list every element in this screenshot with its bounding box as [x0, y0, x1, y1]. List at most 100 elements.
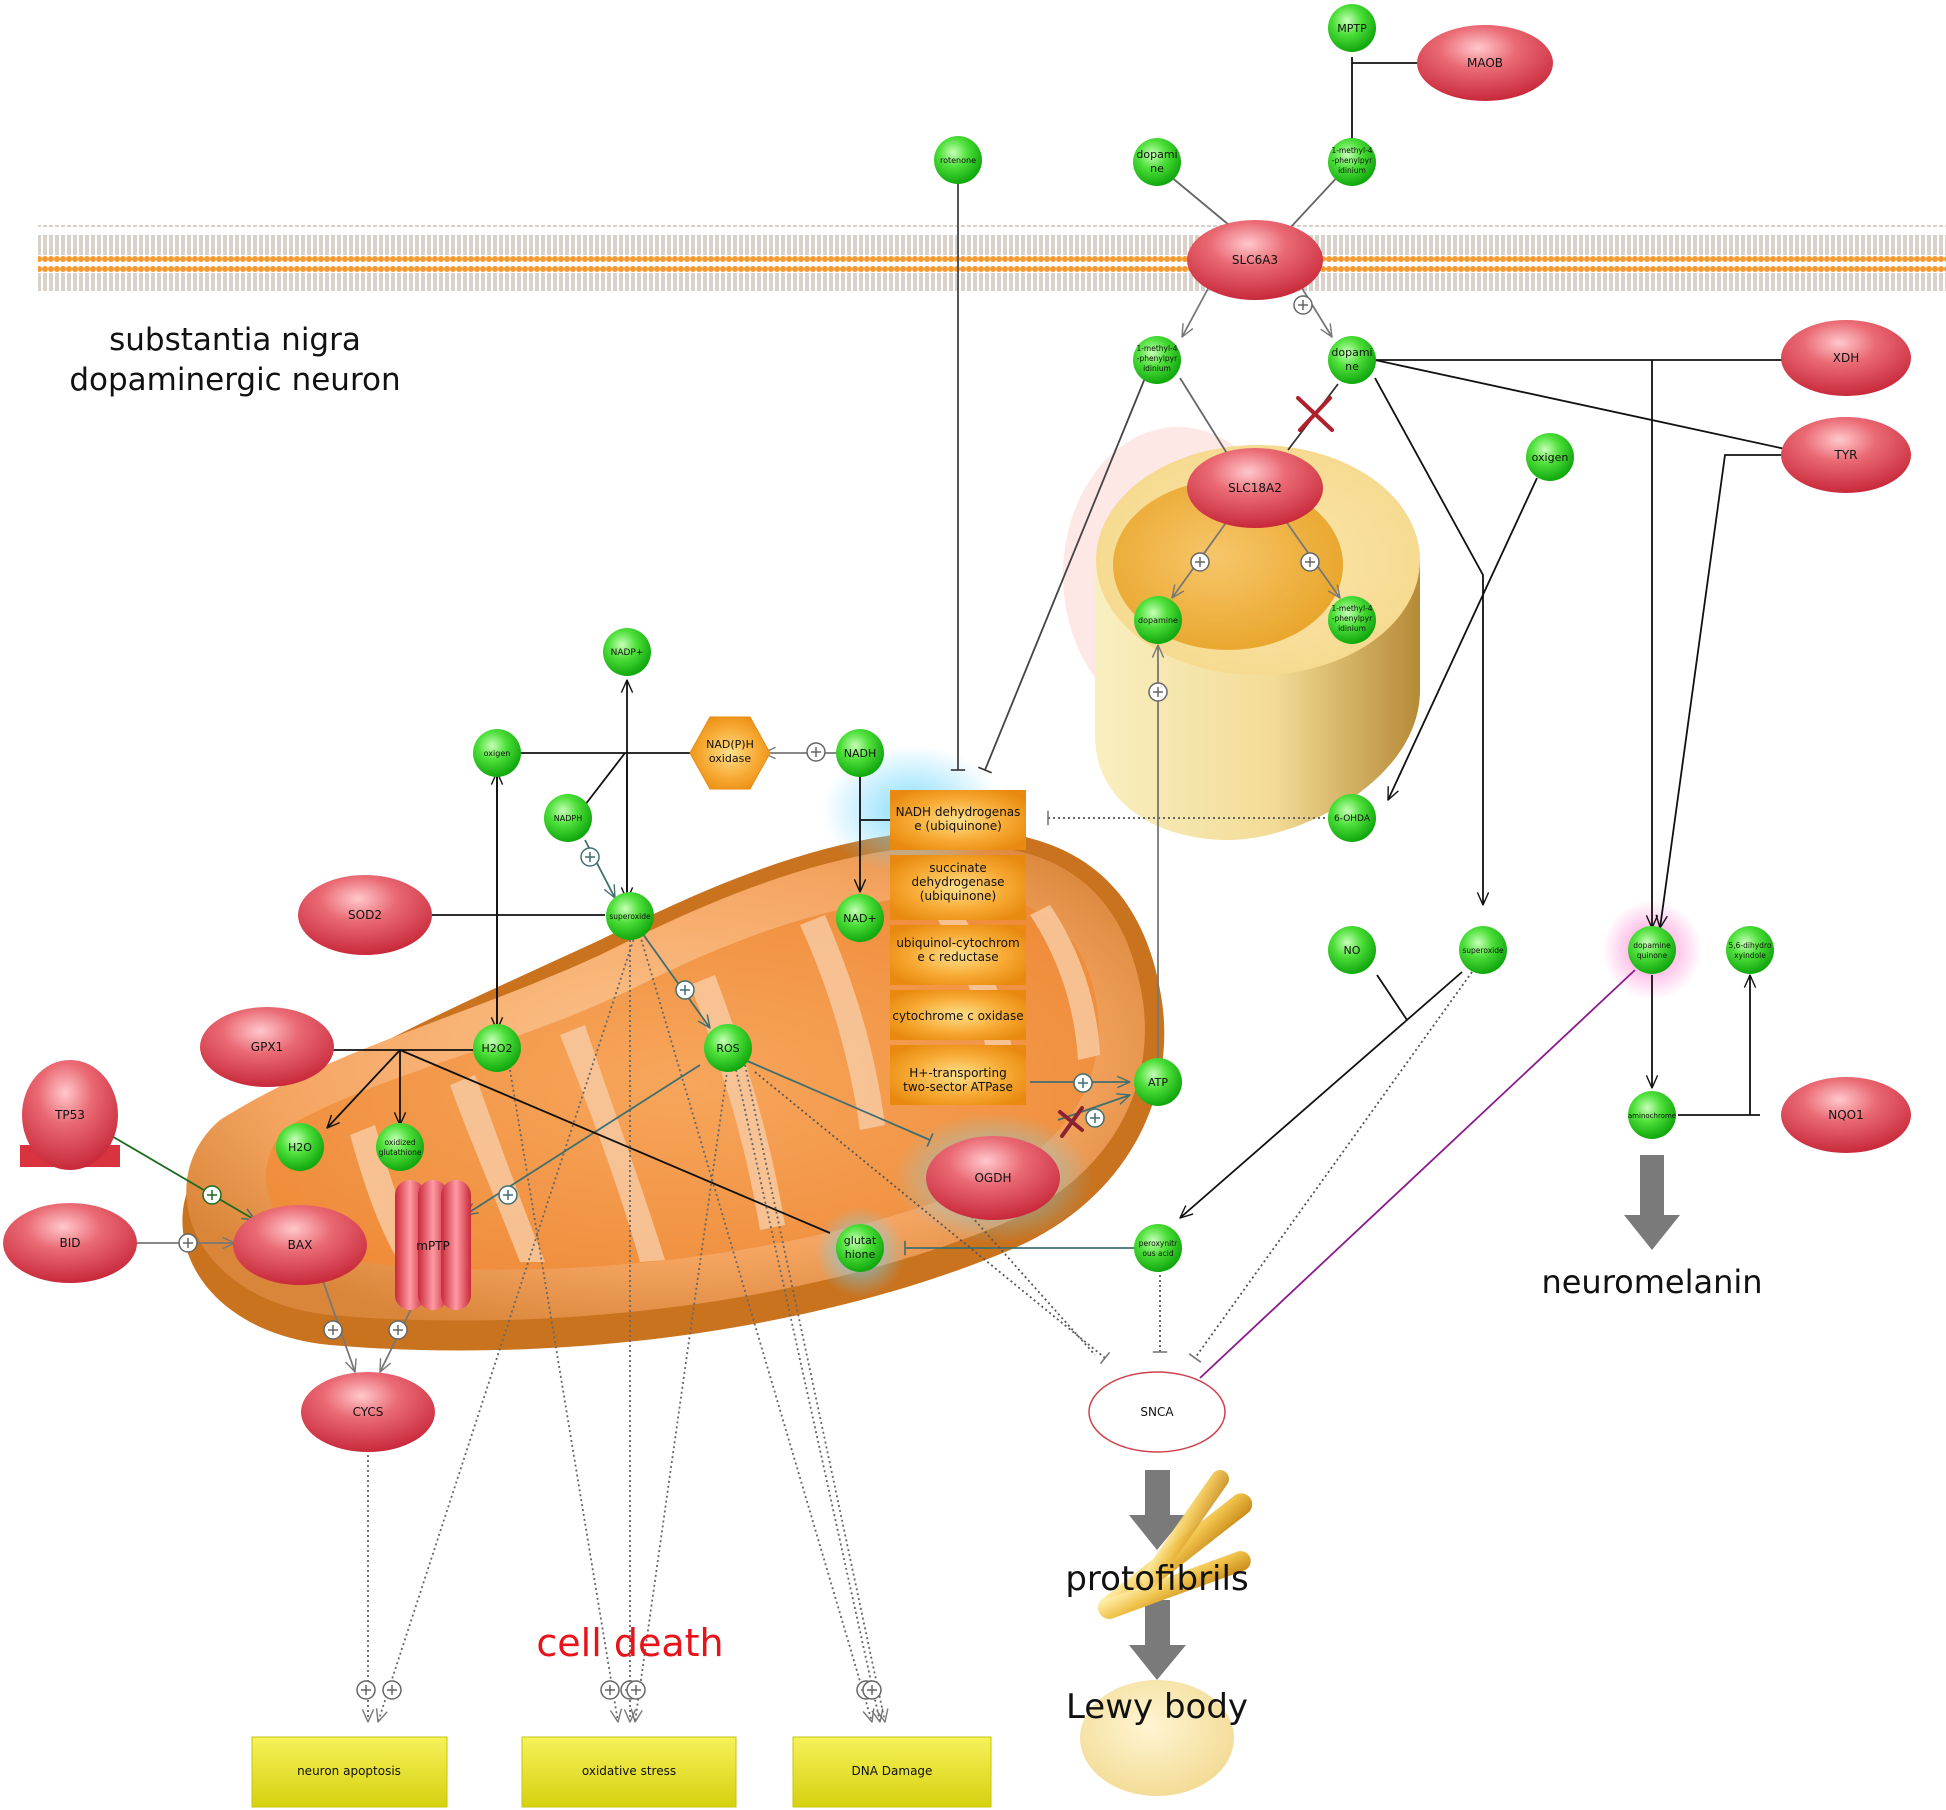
- oxigen-left-label: oxigen: [484, 749, 511, 758]
- oxidized-glutathione-node: oxidized glutathione: [376, 1123, 424, 1171]
- xdh-label: XDH: [1833, 351, 1859, 365]
- complex-ii-label-1: succinate: [929, 861, 986, 875]
- dopamine-vesicle-label: dopamine: [1138, 616, 1178, 625]
- superoxide-right-node: superoxide: [1459, 926, 1507, 974]
- complex-iv: cytochrome c oxidase: [890, 990, 1026, 1040]
- transition-arrows: [1129, 1155, 1680, 1680]
- plus-icon: [1148, 682, 1168, 702]
- h2o-node: H2O: [276, 1123, 324, 1171]
- complex-i-label-2: e (ubiquinone): [914, 819, 1002, 833]
- complex-ii: succinate dehydrogenase (ubiquinone): [890, 855, 1026, 920]
- peroxynitrous-label-1: peroxynitr: [1139, 1239, 1178, 1248]
- protofibrils-label: protofibrils: [1065, 1559, 1248, 1599]
- nqo1-label: NQO1: [1828, 1108, 1864, 1122]
- cell-membrane: [38, 225, 1946, 291]
- dihydroxyindole-label-1: 5,6-dihydro: [1729, 941, 1772, 950]
- peroxynitrous-acid-node: peroxynitr ous acid: [1134, 1224, 1182, 1272]
- mptp-pore: mPTP: [395, 1180, 471, 1310]
- peroxynitrous-label-2: ous acid: [1142, 1249, 1173, 1258]
- superoxide-right-label: superoxide: [1462, 946, 1504, 955]
- mptp-node: MPTP: [1328, 4, 1376, 52]
- oxigen-right-label: oxigen: [1532, 451, 1569, 464]
- complex-v-label-2: two-sector ATPase: [903, 1080, 1013, 1094]
- dopamine-vesicle-node: dopamine: [1134, 596, 1182, 644]
- no-node: NO: [1328, 926, 1376, 974]
- dopamine-mid-label-1: dopami: [1331, 346, 1372, 359]
- outcome-oxidative-label: oxidative stress: [582, 1764, 676, 1778]
- tp53: TP53: [20, 1060, 120, 1177]
- protofibrils-arrow: [1129, 1470, 1186, 1550]
- outcome-dna-label: DNA Damage: [852, 1764, 933, 1778]
- slc6a3: SLC6A3: [1187, 220, 1323, 300]
- neuromelanin-label: neuromelanin: [1541, 1263, 1762, 1301]
- sod2: SOD2: [298, 875, 432, 955]
- metabolites: MPTP 1-methyl-4 -phenylpyr idinium dopam…: [276, 4, 1774, 1272]
- activation-markers: [178, 295, 1320, 1700]
- mptp-label: mPTP: [416, 1239, 450, 1253]
- tyr: TYR: [1781, 417, 1911, 493]
- bax-label: BAX: [288, 1238, 313, 1252]
- tyr-label: TYR: [1834, 448, 1858, 462]
- plus-icon: [1190, 552, 1210, 572]
- gpx1-label: GPX1: [251, 1040, 283, 1054]
- complex-ii-label-3: (ubiquinone): [920, 889, 996, 903]
- slc18a2: SLC18A2: [1187, 448, 1323, 528]
- plus-icon: [356, 1680, 376, 1700]
- outcome-neuron-apoptosis: neuron apoptosis: [251, 1736, 448, 1808]
- region-label: substantia nigra dopaminergic neuron: [69, 322, 400, 398]
- plus-icon: [626, 1680, 646, 1700]
- region-label-line1: substantia nigra: [109, 322, 361, 358]
- mpp-top-label-2: -phenylpyr: [1332, 156, 1373, 165]
- cycs-label: CYCS: [353, 1405, 384, 1419]
- six-ohda-label: 6-OHDA: [1334, 814, 1371, 824]
- mitochondrion-cristae: [350, 895, 1100, 1262]
- ogdh: OGDH: [926, 1136, 1060, 1220]
- plus-icon: [1293, 295, 1313, 315]
- mpp-top-label-1: 1-methyl-4: [1331, 146, 1372, 155]
- nqo1: NQO1: [1781, 1077, 1911, 1153]
- plus-icon: [498, 1185, 518, 1205]
- mpp-top-node: 1-methyl-4 -phenylpyr idinium: [1328, 138, 1376, 186]
- lewy-arrow: [1129, 1600, 1186, 1680]
- dopamine-quinone-node: dopamine quinone: [1628, 926, 1676, 974]
- complex-iii-label-2: e c reductase: [917, 950, 998, 964]
- mpp-mid-label-3: idinium: [1143, 364, 1171, 373]
- no-label: NO: [1344, 944, 1361, 957]
- dopamine-top-label-2: ne: [1150, 162, 1164, 175]
- plus-icon: [323, 1320, 343, 1340]
- atp-node: ATP: [1134, 1058, 1182, 1106]
- slc6a3-label: SLC6A3: [1232, 253, 1278, 267]
- mpp-vesicle-label-2: -phenylpyr: [1332, 614, 1373, 623]
- lewy-body-label: Lewy body: [1066, 1687, 1248, 1727]
- superoxide-left-node: superoxide: [606, 892, 654, 940]
- oxigen-right-node: oxigen: [1526, 433, 1574, 481]
- nadph-oxidase: NAD(P)H oxidase: [689, 716, 771, 790]
- rotenone-node: rotenone: [934, 136, 982, 184]
- outcome-dna-damage: DNA Damage: [792, 1736, 992, 1808]
- nadh-label: NADH: [844, 747, 877, 760]
- plus-icon: [1300, 552, 1320, 572]
- dopamine-mid-label-2: ne: [1345, 360, 1359, 373]
- h2o2-node: H2O2: [473, 1024, 521, 1072]
- plus-icon: [1085, 1108, 1105, 1128]
- mpp-mid-label-2: -phenylpyr: [1137, 354, 1178, 363]
- slc18a2-label: SLC18A2: [1228, 481, 1282, 495]
- bid-label: BID: [59, 1236, 80, 1250]
- lewy-body-graphic: [1080, 1680, 1234, 1796]
- aminochrome-node: aminochrome: [1628, 1091, 1676, 1139]
- neuromelanin-arrow: [1624, 1155, 1680, 1250]
- dopamine-top-node: dopami ne: [1133, 138, 1181, 186]
- superoxide-left-label: superoxide: [609, 912, 651, 921]
- snca-label: SNCA: [1140, 1405, 1174, 1419]
- mptp-node-label: MPTP: [1337, 22, 1367, 35]
- nadp-plus-label: NADP+: [611, 648, 644, 658]
- ros-node: ROS: [704, 1024, 752, 1072]
- mpp-vesicle-label-3: idinium: [1338, 624, 1366, 633]
- dopamine-quinone-label-2: quinone: [1637, 951, 1668, 960]
- plus-icon: [580, 847, 600, 867]
- h2o-label: H2O: [288, 1141, 312, 1154]
- complex-ii-label-2: dehydrogenase: [912, 875, 1005, 889]
- plus-icon: [382, 1680, 402, 1700]
- region-label-line2: dopaminergic neuron: [69, 362, 400, 398]
